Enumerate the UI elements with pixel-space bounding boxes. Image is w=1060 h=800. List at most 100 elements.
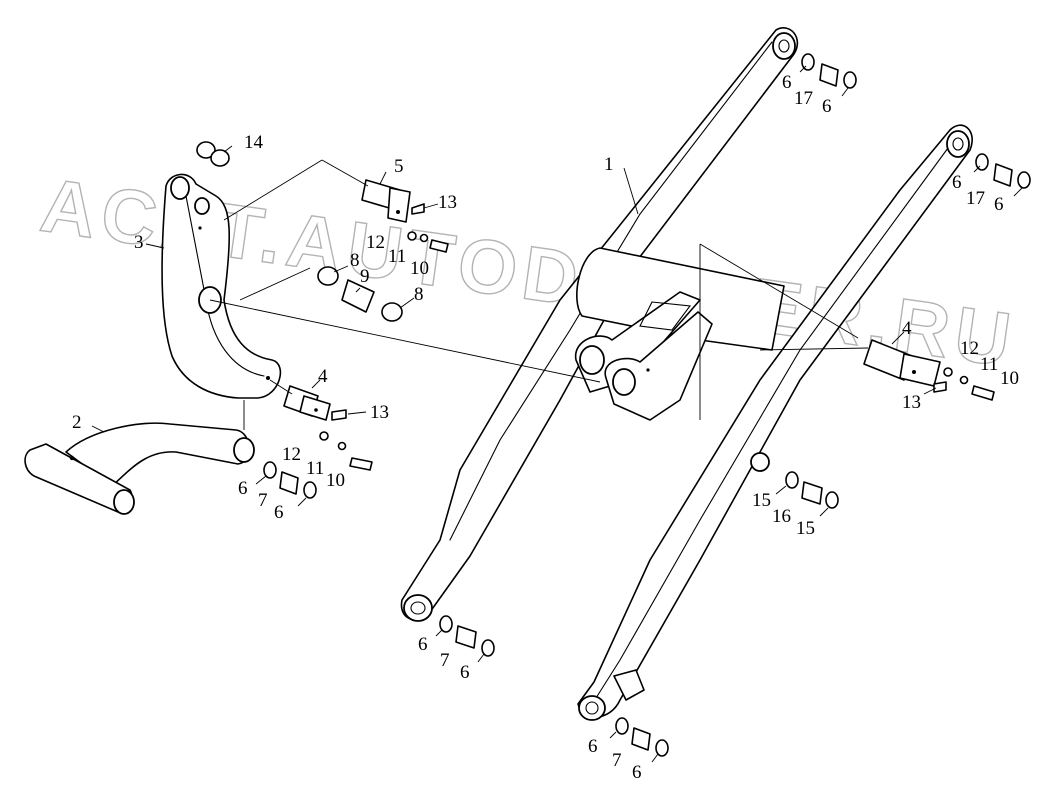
callout-8b: 8: [414, 284, 424, 305]
boom-stop-block: [613, 669, 645, 701]
link-rod-tube-end: [113, 489, 135, 515]
washer-6-top-right-b: [1017, 171, 1031, 189]
callout-10b: 10: [326, 470, 345, 491]
pin-5-plate: [387, 187, 411, 223]
callout-6b: 6: [822, 96, 832, 117]
callout-17b: 17: [966, 188, 985, 209]
washer-11a: [419, 233, 429, 243]
callout-4a: 4: [318, 366, 328, 387]
bolt-10a: [429, 239, 449, 253]
washer-6-bottom-right-a: [615, 717, 629, 735]
washer-6-link-b: [303, 481, 317, 499]
pin-4b: [863, 339, 913, 381]
callout-6e: 6: [238, 478, 248, 499]
boom-left-arm-edge: [449, 41, 773, 541]
seal-ring-8b: [381, 302, 403, 322]
washer-15a: [785, 471, 799, 489]
callout-6f: 6: [274, 502, 284, 523]
grease-nipple-13c: [933, 381, 947, 393]
washer-6-top-right-a: [975, 153, 989, 171]
callout-9: 9: [360, 266, 370, 287]
callout-labels: 1 2 3 4 4 5 6 6 6 6 6 6 6 6 6 6 7 7 7 8 …: [72, 72, 1019, 783]
callout-7b: 7: [440, 650, 450, 671]
boom-lever-hole-1: [579, 345, 605, 375]
callout-5: 5: [394, 156, 404, 177]
callout-11c: 11: [980, 354, 998, 375]
washer-6-link-a: [263, 461, 277, 479]
washer-11c: [959, 375, 969, 385]
grease-nipple-13a: [411, 203, 425, 215]
callout-12b: 12: [282, 444, 301, 465]
callout-1: 1: [604, 154, 614, 175]
washer-12b: [319, 431, 329, 441]
callout-6i: 6: [588, 736, 598, 757]
callout-7c: 7: [612, 750, 622, 771]
callout-12a: 12: [366, 232, 385, 253]
callout-6g: 6: [418, 634, 428, 655]
washer-11b: [337, 441, 347, 451]
callout-6d: 6: [994, 194, 1004, 215]
callout-6h: 6: [460, 662, 470, 683]
callout-13c: 13: [902, 392, 921, 413]
boom-lever-hole-2: [612, 368, 636, 396]
boom-bottom-left-boss: [403, 594, 433, 622]
callout-7a: 7: [258, 490, 268, 511]
grease-nipple-13b: [331, 409, 347, 421]
callout-8a: 8: [350, 250, 360, 271]
washer-12a: [407, 231, 417, 241]
link-rod-eye: [233, 437, 255, 463]
callout-6c: 6: [952, 172, 962, 193]
callout-4b: 4: [902, 318, 912, 339]
boom-right-arm: [577, 124, 973, 718]
bushing-17b: [993, 163, 1013, 187]
seal-ring-8a: [317, 266, 339, 286]
callout-6a: 6: [782, 72, 792, 93]
boom-frame: [400, 27, 973, 721]
callout-16: 16: [772, 506, 791, 527]
bushing-16: [801, 481, 823, 505]
callout-13b: 13: [370, 402, 389, 423]
rocker-top-hole: [170, 176, 190, 200]
callout-15a: 15: [752, 490, 771, 511]
callout-2: 2: [72, 412, 82, 433]
washer-6-top-left-b: [843, 71, 857, 89]
callout-10a: 10: [410, 258, 429, 279]
callout-17a: 17: [794, 88, 813, 109]
boom-bottom-right-boss: [578, 695, 606, 721]
bolt-10c: [971, 385, 995, 401]
bushing-7c: [631, 727, 651, 751]
washer-15b: [825, 491, 839, 509]
washer-14a: [196, 141, 216, 159]
link-rod: [24, 422, 255, 515]
washer-12c: [943, 367, 953, 377]
callout-14: 14: [244, 132, 264, 153]
callout-3: 3: [134, 232, 144, 253]
callout-11b: 11: [306, 458, 324, 479]
boom-lever-plate-front: [604, 311, 713, 421]
pin-4a-plate: [299, 395, 331, 421]
assembly-lines: [209, 159, 869, 430]
bushing-9: [341, 279, 375, 313]
washer-6-bottom-left-b: [481, 639, 495, 657]
leader-lines: [91, 65, 1023, 763]
bushing-7b: [455, 625, 477, 649]
washer-6-bottom-left-a: [439, 615, 453, 633]
washer-14b: [210, 149, 230, 167]
boom-right-arm-edge: [595, 147, 949, 699]
boom-top-left-boss: [772, 32, 796, 60]
washer-6-top-left-a: [801, 53, 815, 71]
rocker-upper-pin-hole: [194, 197, 210, 215]
washer-6-bottom-right-b: [655, 739, 669, 757]
bushing-17a: [819, 63, 839, 87]
bolt-10b: [349, 457, 373, 471]
pins-and-washers: [196, 53, 1031, 757]
callout-11a: 11: [388, 246, 406, 267]
boom-lever-web: [639, 301, 692, 331]
bushing-7a: [279, 471, 299, 495]
callout-15b: 15: [796, 518, 815, 539]
callout-6j: 6: [632, 762, 642, 783]
boom-cylinder-boss: [750, 452, 770, 472]
rocker-arm-body: [161, 173, 282, 399]
callout-13a: 13: [438, 192, 457, 213]
